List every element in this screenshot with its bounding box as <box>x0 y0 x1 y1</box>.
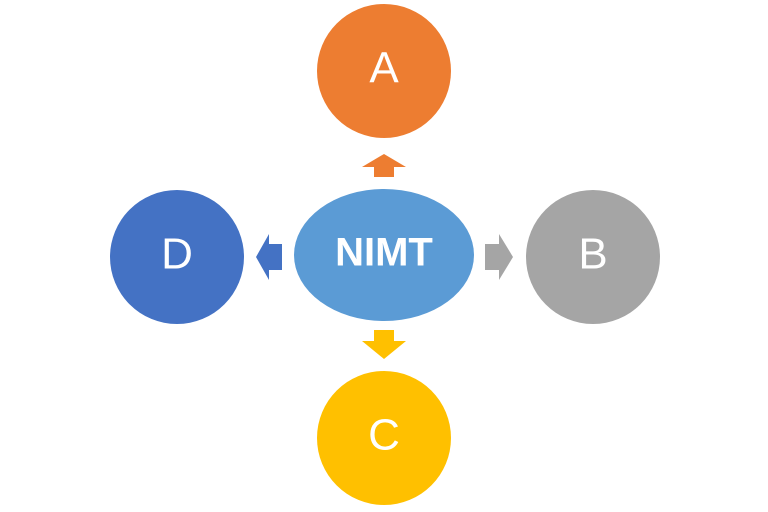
center-ellipse <box>294 189 474 321</box>
node-c-circle <box>317 371 451 505</box>
node-d-label: D <box>161 230 193 279</box>
arrow-to-b-icon <box>485 234 513 280</box>
node-a-circle <box>317 4 451 138</box>
node-c-label: C <box>368 411 400 460</box>
node-b-circle <box>526 190 660 324</box>
node-b-label: B <box>578 230 607 279</box>
center-label: NIMT <box>335 231 433 275</box>
arrow-to-c-icon <box>362 330 406 359</box>
node-a-label: A <box>369 44 399 93</box>
arrow-to-d-icon <box>256 234 282 280</box>
arrow-to-a-icon <box>362 154 406 177</box>
node-d-circle <box>110 190 244 324</box>
